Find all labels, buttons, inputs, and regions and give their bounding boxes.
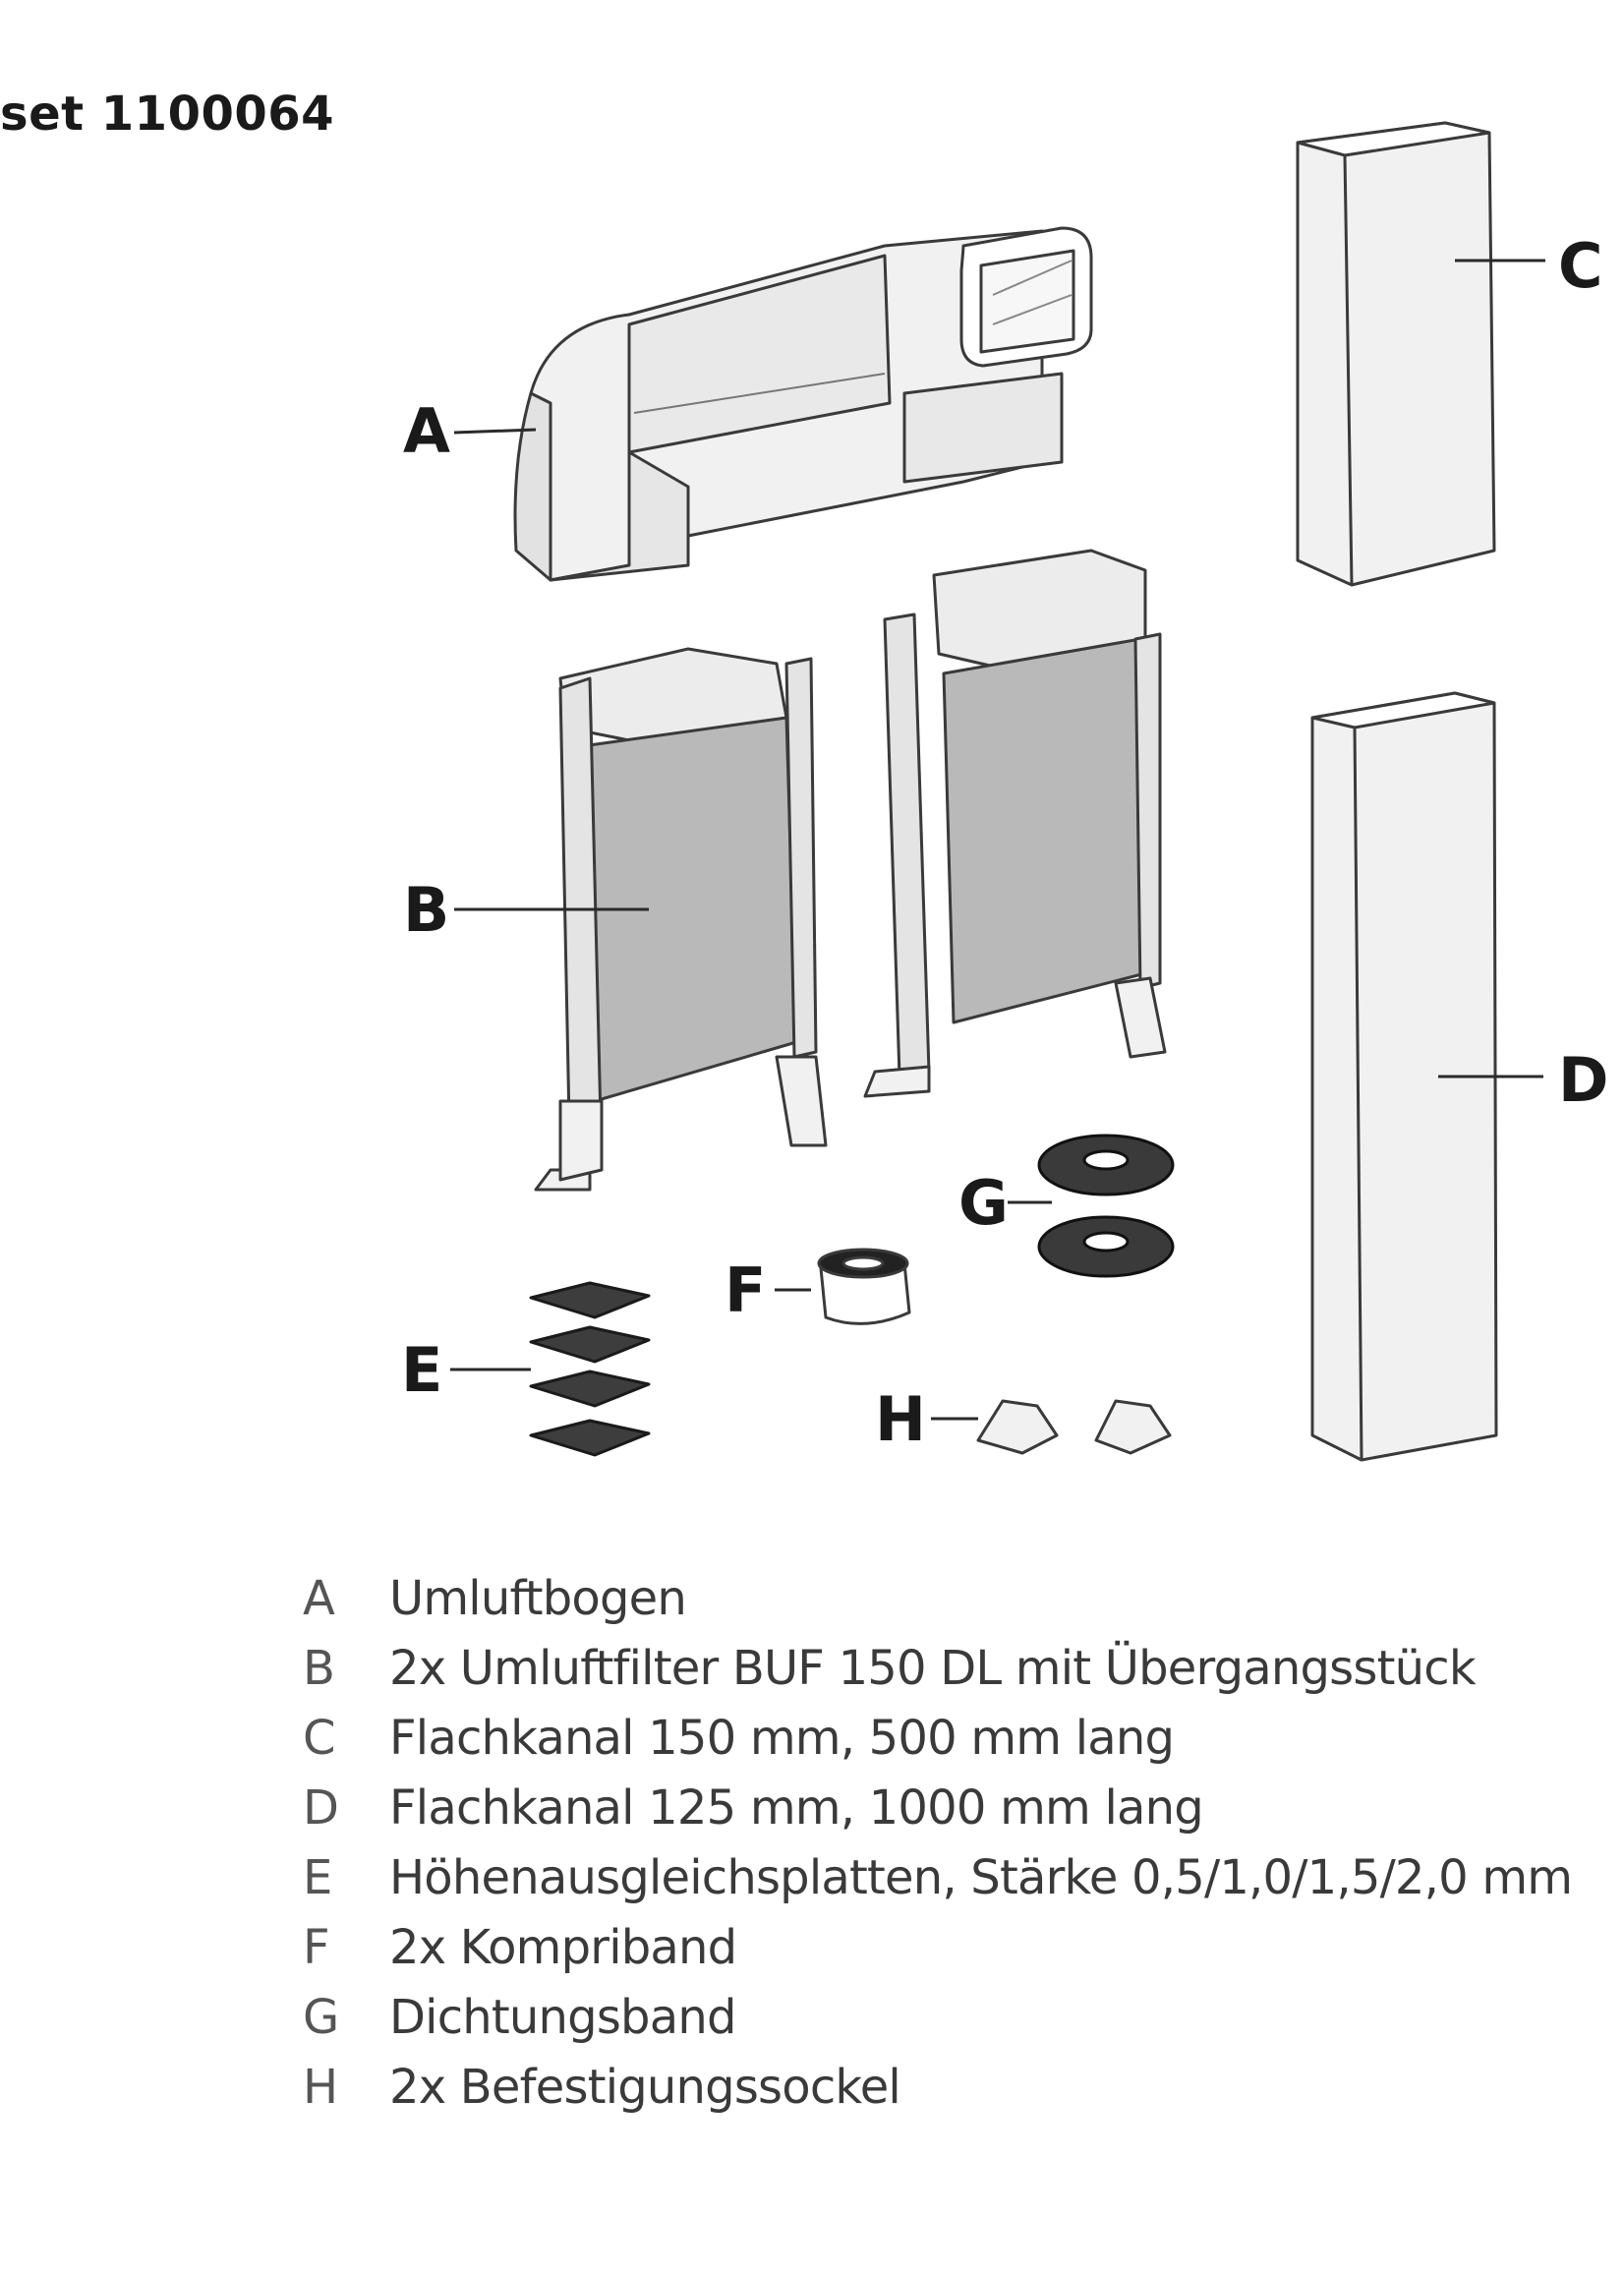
part-b-filter-left xyxy=(534,647,828,1192)
legend-text: Dichtungsband xyxy=(389,1990,736,2045)
callout-leaders xyxy=(450,259,1545,1421)
page-title: set 1100064 xyxy=(0,87,335,142)
legend-text: Umluftbogen xyxy=(389,1571,687,1626)
legend-text: 2x Kompriband xyxy=(389,1920,737,1975)
part-f-kompriband xyxy=(817,1248,911,1325)
callout-e: E xyxy=(401,1334,443,1406)
legend-letter: F xyxy=(303,1920,330,1975)
legend-letter: C xyxy=(303,1711,336,1766)
part-a-umluftbogen xyxy=(513,226,1093,582)
legend-letter: E xyxy=(303,1850,333,1905)
part-g-dichtungsband xyxy=(1037,1134,1175,1278)
callout-g: G xyxy=(958,1167,1009,1239)
callout-c: C xyxy=(1558,230,1603,302)
callout-h: H xyxy=(875,1383,926,1455)
legend-text: Flachkanal 150 mm, 500 mm lang xyxy=(389,1711,1175,1766)
legend-letter: G xyxy=(303,1990,340,2045)
callout-b: B xyxy=(403,874,450,946)
part-h-befestigungssockel xyxy=(976,1399,1172,1455)
legend-letter: A xyxy=(303,1571,335,1626)
legend-letter: H xyxy=(303,2060,339,2115)
callout-d: D xyxy=(1558,1044,1609,1116)
part-b-filter-right xyxy=(863,549,1167,1098)
legend-text: Flachkanal 125 mm, 1000 mm lang xyxy=(389,1780,1204,1836)
part-d-flachkanal-125 xyxy=(1310,691,1498,1462)
legend-letter: D xyxy=(303,1780,339,1836)
callout-f: F xyxy=(725,1254,767,1326)
callout-a: A xyxy=(403,395,450,467)
legend-text: 2x Befestigungssockel xyxy=(389,2060,901,2115)
legend-text: 2x Umluftfilter BUF 150 DL mit Übergangs… xyxy=(389,1641,1477,1696)
part-c-flachkanal-150 xyxy=(1296,121,1496,587)
legend-letter: B xyxy=(303,1641,335,1696)
part-e-plates xyxy=(529,1281,651,1457)
legend-text: Höhenausgleichsplatten, Stärke 0,5/1,0/1… xyxy=(389,1850,1573,1905)
